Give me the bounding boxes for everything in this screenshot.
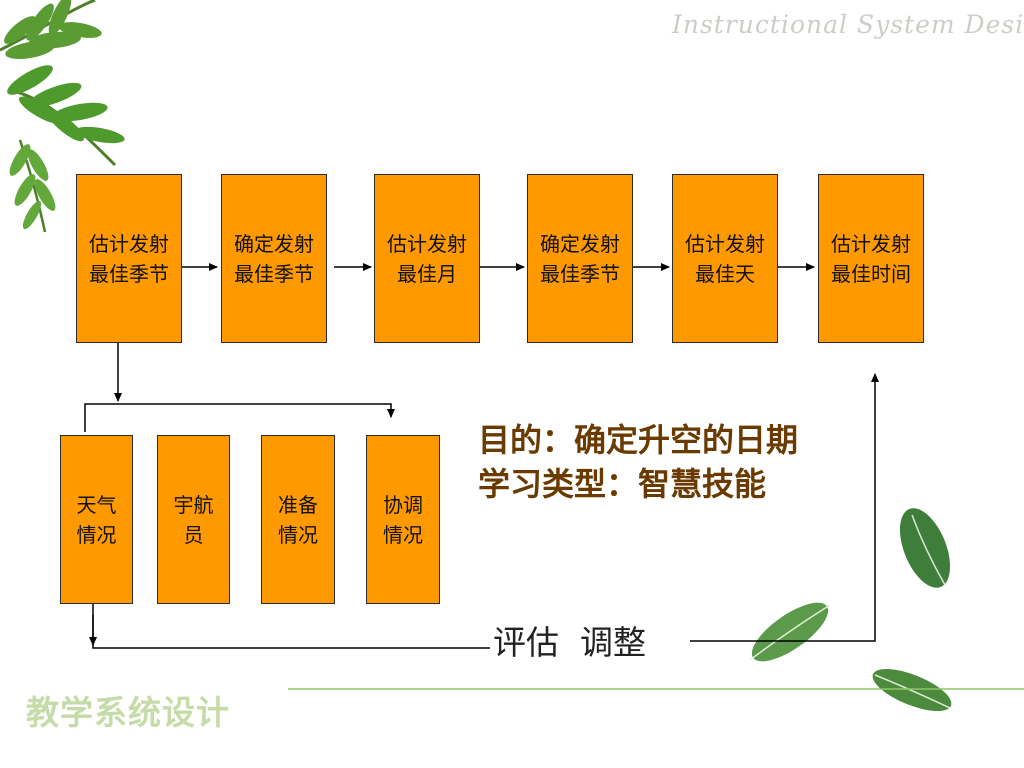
factor-box-coordination: 协调 情况 <box>366 435 440 604</box>
factor-box-preparation: 准备 情况 <box>261 435 335 604</box>
step-box-1: 估计发射 最佳季节 <box>76 174 182 343</box>
purpose-block: 目的：确定升空的日期 学习类型：智慧技能 <box>478 418 798 506</box>
branch-connector <box>84 343 395 432</box>
step-label-2: 确定发射 最佳季节 <box>234 231 314 286</box>
factor-label-astronaut: 宇航 员 <box>173 492 214 547</box>
footer-title: 教学系统设计 <box>26 693 230 732</box>
step-label-4: 确定发射 最佳季节 <box>540 231 620 286</box>
feedback-loop <box>89 373 879 649</box>
factor-label-coordination: 协调 情况 <box>383 492 423 547</box>
step-label-5: 估计发射 最佳天 <box>685 231 765 286</box>
factor-box-astronaut: 宇航 员 <box>157 435 230 604</box>
fern-leaves-decoration <box>0 0 125 233</box>
step-label-1: 估计发射 最佳季节 <box>89 231 169 286</box>
step-box-6: 估计发射 最佳时间 <box>818 174 924 343</box>
step-box-2: 确定发射 最佳季节 <box>221 174 327 343</box>
factor-box-weather: 天气 情况 <box>60 435 133 604</box>
header-title: Instructional System Design <box>672 10 1024 39</box>
feedback-label: 评估 调整 <box>491 616 648 664</box>
feedback-right-line <box>690 373 879 642</box>
right-leaves-decoration <box>749 508 952 711</box>
purpose-line: 目的：确定升空的日期 <box>478 421 799 459</box>
branch-bracket <box>84 403 395 432</box>
learning-type-line: 学习类型：智慧技能 <box>478 465 767 503</box>
step-label-6: 估计发射 最佳时间 <box>831 231 911 286</box>
factor-label-weather: 天气 情况 <box>76 492 117 547</box>
step-box-5: 估计发射 最佳天 <box>672 174 778 343</box>
factor-label-preparation: 准备 情况 <box>278 492 318 547</box>
step-box-3: 估计发射 最佳月 <box>374 174 480 343</box>
step-label-3: 估计发射 最佳月 <box>387 231 467 286</box>
step-box-4: 确定发射 最佳季节 <box>527 174 633 343</box>
feedback-left-line <box>92 604 490 649</box>
